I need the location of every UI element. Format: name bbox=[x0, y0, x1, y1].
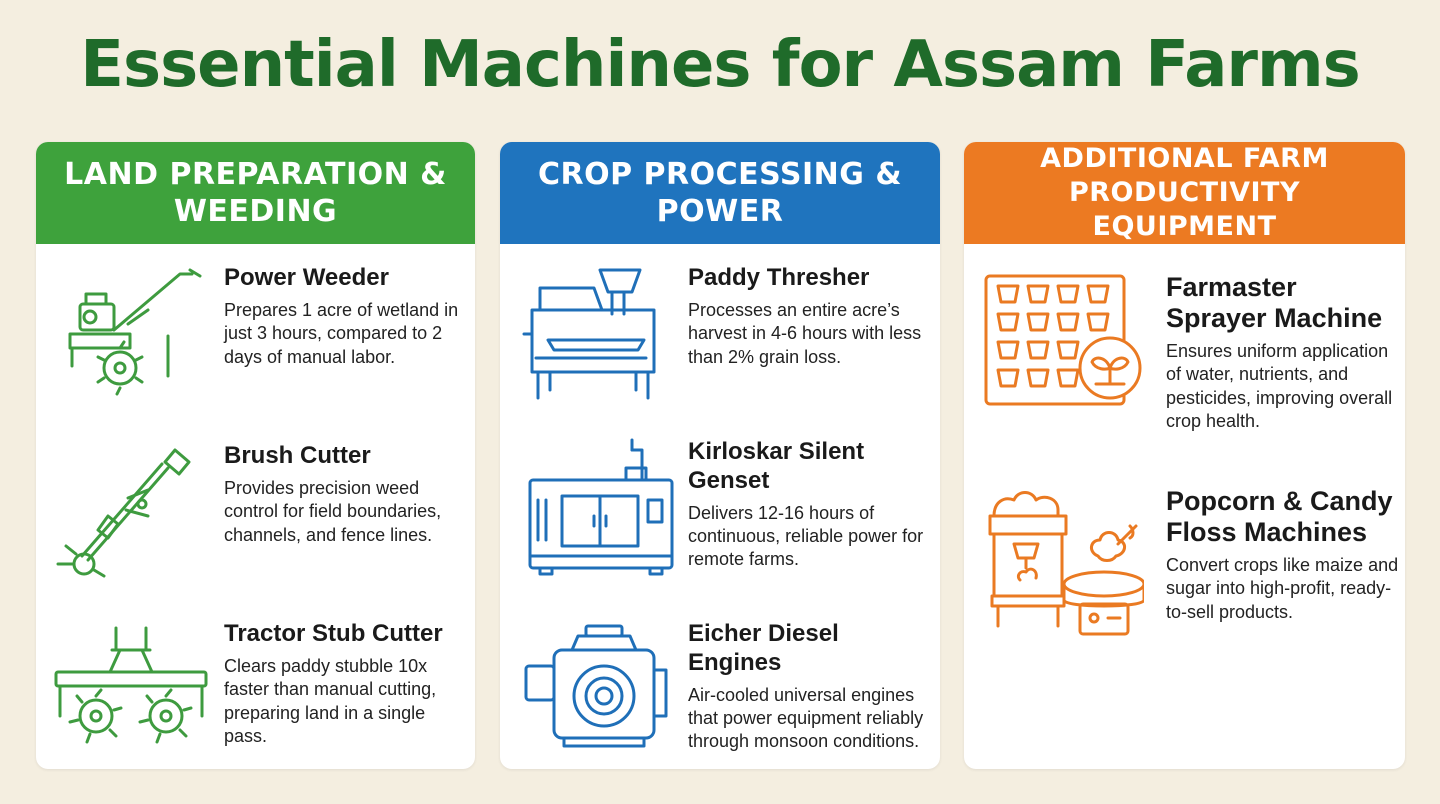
brush-cutter-text: Brush Cutter Provides precision weed con… bbox=[224, 442, 471, 547]
item-title: Power Weeder bbox=[224, 264, 389, 291]
diesel-engine-icon bbox=[514, 620, 674, 760]
tractor-stub-cutter-icon bbox=[50, 620, 210, 760]
tractor-stub-cutter-text: Tractor Stub Cutter Clears paddy stubble… bbox=[224, 620, 471, 748]
crop-processing-card: CROP PROCESSING & POWER Paddy Thresher P… bbox=[500, 142, 940, 769]
land-preparation-card: LAND PREPARATION & WEEDING Power Weeder … bbox=[36, 142, 475, 769]
paddy-thresher-text: Paddy Thresher Processes an entire acre’… bbox=[688, 264, 936, 369]
item-description: Delivers 12-16 hours of continuous, reli… bbox=[688, 502, 924, 570]
item-description: Processes an entire acre’s harvest in 4-… bbox=[688, 299, 922, 367]
sprayer-machine-item: Farmaster Sprayer Machine Ensures unifor… bbox=[964, 272, 1405, 452]
power-weeder-item: Power Weeder Prepares 1 acre of wetland … bbox=[36, 264, 475, 414]
brush-cutter-item: Brush Cutter Provides precision weed con… bbox=[36, 442, 475, 592]
item-title: Kirloskar Silent Genset bbox=[688, 438, 865, 494]
page-title: Essential Machines for Assam Farms bbox=[80, 28, 1361, 102]
popcorn-machine-text: Popcorn & Candy Floss Machines Convert c… bbox=[1166, 486, 1401, 624]
item-title: Tractor Stub Cutter bbox=[224, 620, 443, 647]
popcorn-machine-icon bbox=[984, 486, 1146, 646]
land-preparation-header: LAND PREPARATION & WEEDING bbox=[36, 142, 475, 244]
diesel-engine-item: Eicher Diesel Engines Air-cooled univers… bbox=[500, 620, 940, 769]
crop-processing-header: CROP PROCESSING & POWER bbox=[500, 142, 940, 244]
diesel-engine-text: Eicher Diesel Engines Air-cooled univers… bbox=[688, 620, 936, 754]
genset-item: Kirloskar Silent Genset Delivers 12-16 h… bbox=[500, 438, 940, 588]
brush-cutter-icon bbox=[50, 442, 210, 582]
power-weeder-text: Power Weeder Prepares 1 acre of wetland … bbox=[224, 264, 471, 369]
productivity-equipment-header: ADDITIONAL FARM PRODUCTIVITY EQUIPMENT bbox=[964, 142, 1405, 244]
paddy-thresher-item: Paddy Thresher Processes an entire acre’… bbox=[500, 264, 940, 414]
genset-text: Kirloskar Silent Genset Delivers 12-16 h… bbox=[688, 438, 936, 572]
item-description: Air-cooled universal engines that power … bbox=[688, 684, 924, 752]
item-title: Brush Cutter bbox=[224, 442, 371, 469]
paddy-thresher-icon bbox=[514, 264, 674, 404]
item-title: Eicher Diesel Engines bbox=[688, 620, 839, 676]
productivity-equipment-card: ADDITIONAL FARM PRODUCTIVITY EQUIPMENT F… bbox=[964, 142, 1405, 769]
item-description: Ensures uniform application of water, nu… bbox=[1166, 341, 1393, 432]
item-description: Prepares 1 acre of wetland in just 3 hou… bbox=[224, 299, 459, 367]
seedling-tray-icon bbox=[984, 272, 1144, 412]
item-description: Clears paddy stubble 10x faster than man… bbox=[224, 655, 437, 746]
item-description: Convert crops like maize and sugar into … bbox=[1166, 555, 1399, 622]
item-title: Popcorn & Candy Floss Machines bbox=[1166, 486, 1393, 548]
tractor-stub-cutter-item: Tractor Stub Cutter Clears paddy stubble… bbox=[36, 620, 475, 769]
item-title: Paddy Thresher bbox=[688, 264, 870, 291]
power-weeder-icon bbox=[50, 264, 210, 404]
item-title: Farmaster Sprayer Machine bbox=[1166, 272, 1383, 334]
popcorn-machine-item: Popcorn & Candy Floss Machines Convert c… bbox=[964, 486, 1405, 646]
genset-icon bbox=[514, 438, 674, 578]
sprayer-machine-text: Farmaster Sprayer Machine Ensures unifor… bbox=[1166, 272, 1401, 434]
item-description: Provides precision weed control for fiel… bbox=[224, 477, 442, 545]
